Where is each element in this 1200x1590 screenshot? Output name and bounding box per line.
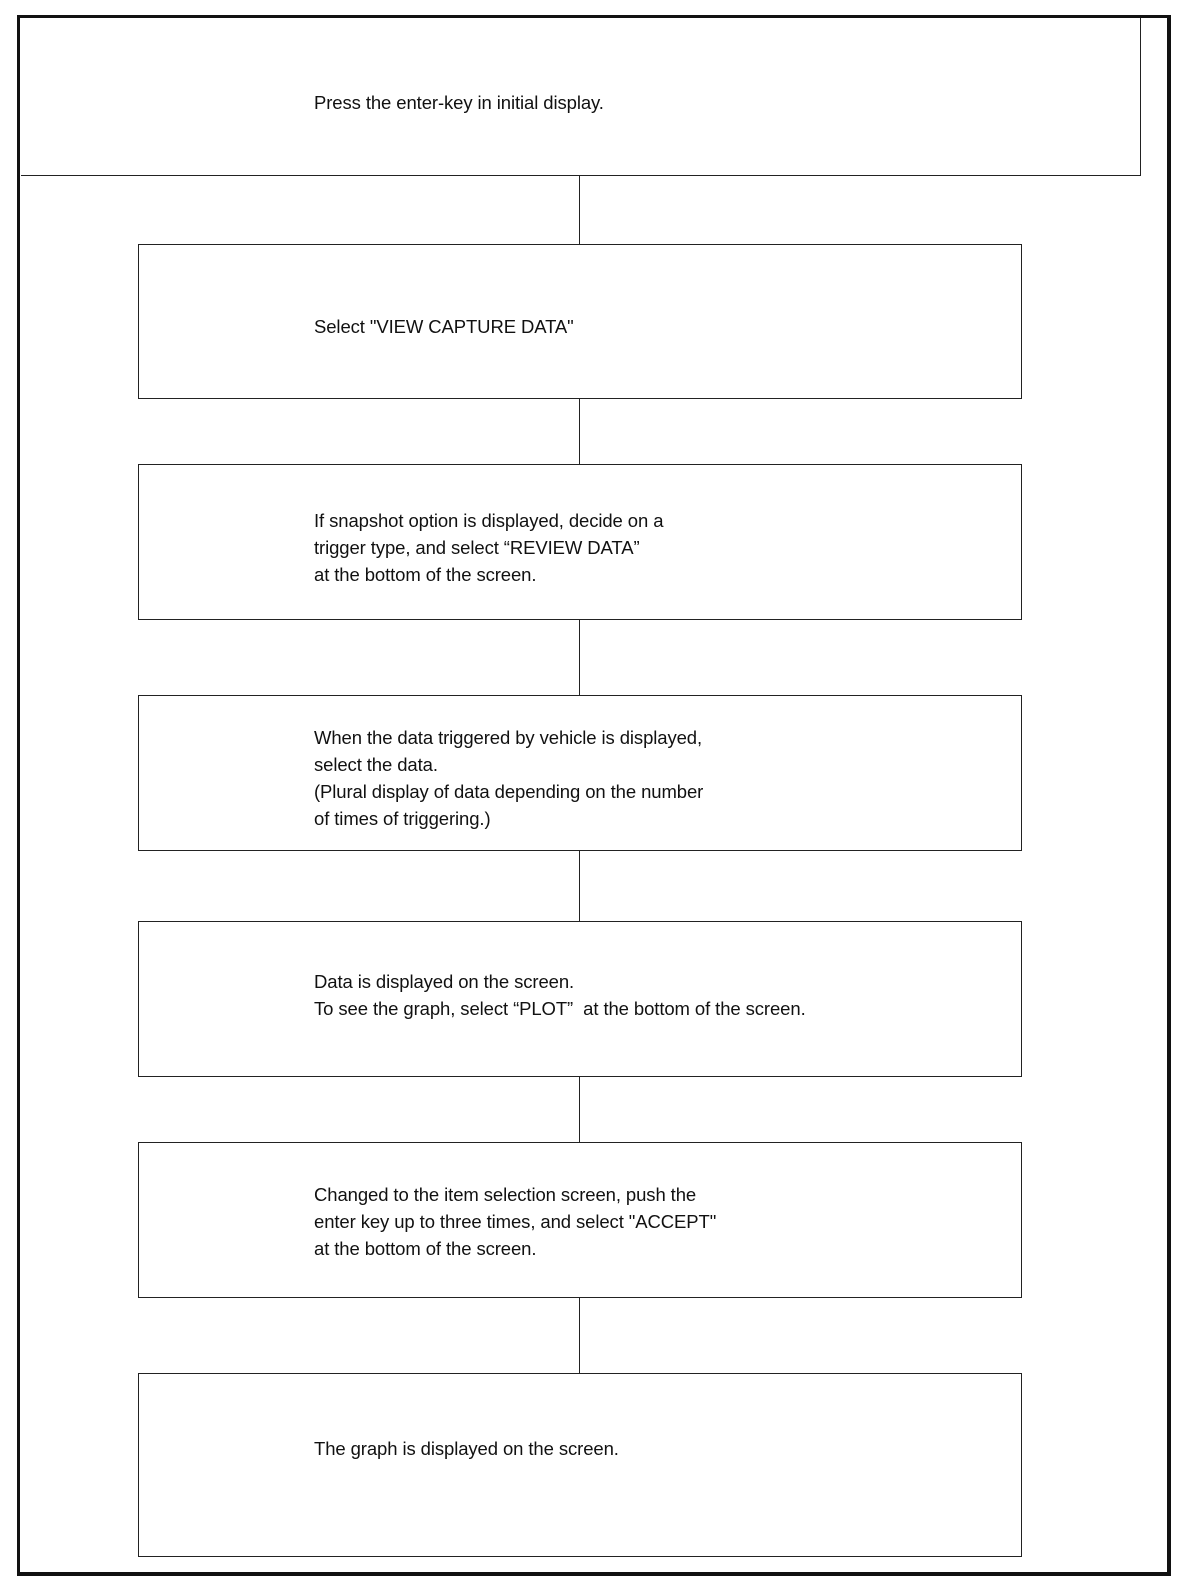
flow-step-data-displayed: Data is displayed on the screen. To see … (138, 921, 1022, 1077)
flow-step-select-view-capture: Select "VIEW CAPTURE DATA" (138, 244, 1022, 399)
flow-connector (579, 176, 580, 244)
flow-step-text: The graph is displayed on the screen. (314, 1438, 619, 1459)
flow-step-item-selection: Changed to the item selection screen, pu… (138, 1142, 1022, 1298)
flow-step-text: When the data triggered by vehicle is di… (314, 727, 704, 829)
flow-step-text: Press the enter-key in initial display. (314, 92, 604, 113)
flowchart-frame (17, 15, 1171, 1576)
flow-step-select-data: When the data triggered by vehicle is di… (138, 695, 1022, 851)
flow-step-graph-displayed: The graph is displayed on the screen. (138, 1373, 1022, 1557)
flow-step-text: Select "VIEW CAPTURE DATA" (314, 316, 574, 337)
flow-connector (579, 399, 580, 464)
flow-step-snapshot-option: If snapshot option is displayed, decide … (138, 464, 1022, 620)
flow-connector (579, 1298, 580, 1373)
flow-connector (579, 1077, 580, 1142)
flow-step-press-enter: Press the enter-key in initial display. (21, 18, 1141, 176)
flow-step-text: Changed to the item selection screen, pu… (314, 1184, 717, 1259)
flow-step-text: If snapshot option is displayed, decide … (314, 510, 664, 585)
flow-connector (579, 620, 580, 695)
flow-connector (579, 851, 580, 921)
flow-step-text: Data is displayed on the screen. To see … (314, 971, 806, 1019)
